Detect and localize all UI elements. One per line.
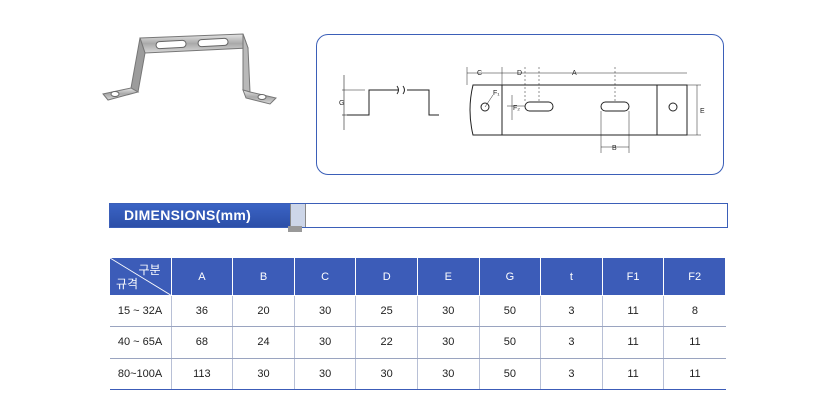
table-row: 80~100A 113 30 30 30 30 50 3 11 11	[109, 358, 726, 391]
cell-t: 3	[540, 326, 603, 359]
column-header-c: C	[293, 257, 357, 296]
cell-a: 68	[170, 326, 233, 359]
column-header-g: G	[478, 257, 542, 296]
cell-e: 30	[416, 326, 480, 359]
cell-b: 20	[232, 295, 295, 328]
table-row: 40 ~ 65A 68 24 30 22 30 50 3 11 11	[109, 326, 726, 359]
dim-label-b: B	[612, 145, 617, 152]
cell-g: 50	[478, 326, 541, 359]
cell-d: 30	[355, 358, 418, 391]
cell-e: 30	[416, 358, 480, 391]
column-header-t: t	[540, 257, 603, 296]
row-size: 15 ~ 32A	[109, 295, 172, 328]
row-size: 40 ~ 65A	[109, 326, 172, 359]
cell-f2: 11	[663, 358, 726, 391]
dimensions-header-bar: DIMENSIONS(mm)	[109, 203, 728, 228]
dim-label-d: D	[517, 70, 522, 77]
diagonal-divider	[110, 258, 171, 295]
section-title: DIMENSIONS(mm)	[110, 204, 290, 227]
cell-f1: 11	[601, 358, 664, 391]
cell-f1: 11	[601, 326, 664, 359]
column-header-e: E	[416, 257, 480, 296]
corner-label-spec: 규격	[116, 277, 139, 291]
cell-d: 25	[355, 295, 418, 328]
column-header-b: B	[232, 257, 295, 296]
dim-label-a: A	[572, 70, 577, 77]
dim-label-f1: F₁	[493, 90, 500, 97]
cell-d: 22	[355, 326, 418, 359]
header-tab-divider	[290, 204, 306, 227]
row-size: 80~100A	[109, 358, 172, 391]
cell-a: 36	[170, 295, 233, 328]
cell-b: 30	[232, 358, 295, 391]
cell-g: 50	[478, 358, 541, 391]
dim-label-e: E	[700, 108, 705, 115]
cell-g: 50	[478, 295, 541, 328]
bracket-photo	[102, 33, 277, 105]
dim-label-c: C	[477, 70, 482, 77]
dimensions-table: 구분 규격 A B C D E G t F1 F2 15 ~ 32A 36 20…	[109, 257, 726, 391]
cell-f2: 11	[663, 326, 726, 359]
header-tab-foot	[288, 226, 302, 232]
cell-c: 30	[293, 358, 356, 391]
cell-c: 30	[293, 326, 356, 359]
table-header-row: 구분 규격 A B C D E G t F1 F2	[109, 257, 726, 296]
column-header-a: A	[170, 257, 234, 296]
dim-label-g: G	[339, 100, 344, 107]
cell-c: 30	[293, 295, 356, 328]
cell-t: 3	[540, 358, 603, 391]
cell-f2: 8	[663, 295, 726, 328]
cell-t: 3	[540, 295, 603, 328]
corner-header-cell: 구분 규격	[109, 257, 172, 296]
dim-label-f2: F₂	[513, 105, 520, 112]
column-header-f1: F1	[601, 257, 665, 296]
table-row: 15 ~ 32A 36 20 30 25 30 50 3 11 8	[109, 295, 726, 328]
technical-drawing: C D A B G E F₁ F₂	[339, 67, 705, 153]
column-header-d: D	[355, 257, 418, 296]
corner-label-category: 구분	[138, 263, 161, 277]
cell-f1: 11	[601, 295, 664, 328]
technical-drawing-panel: C D A B G E F₁ F₂	[316, 34, 724, 175]
column-header-f2: F2	[663, 257, 726, 296]
cell-a: 113	[170, 358, 233, 391]
cell-e: 30	[416, 295, 480, 328]
cell-b: 24	[232, 326, 295, 359]
